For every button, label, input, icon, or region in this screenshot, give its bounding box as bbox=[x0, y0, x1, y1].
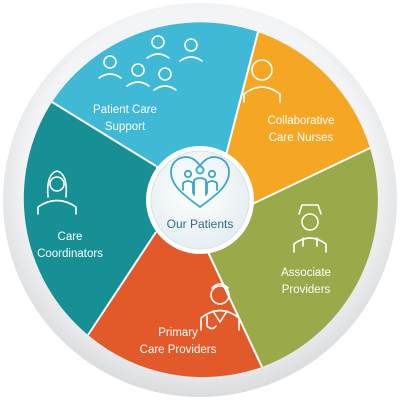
segment-shape bbox=[88, 232, 262, 378]
team-icon bbox=[98, 35, 203, 91]
segment-label-line1: Primary bbox=[158, 327, 198, 339]
center-label: Our Patients bbox=[167, 217, 234, 231]
heart-people-icon bbox=[170, 156, 230, 208]
doctor-icon bbox=[200, 283, 240, 331]
segment-label-line2: Care Nurses bbox=[269, 132, 334, 144]
segment-primary-care-providers bbox=[88, 232, 262, 378]
segment-label-line2: Care Providers bbox=[140, 344, 217, 356]
person-icon bbox=[243, 59, 281, 103]
segment-patient-care-support bbox=[52, 22, 258, 167]
segment-associate-providers bbox=[208, 148, 378, 367]
segment-shape bbox=[226, 32, 370, 207]
segment-shape bbox=[23, 102, 157, 335]
segment-care-coordinators bbox=[23, 102, 157, 335]
segment-label-line1: Collaborative bbox=[267, 115, 334, 127]
segment-shape bbox=[208, 148, 378, 367]
segment-shape bbox=[52, 22, 258, 167]
segment-label-line1: Care bbox=[58, 231, 83, 243]
segment-collaborative-care-nurses bbox=[226, 32, 370, 207]
segment-dividers bbox=[51, 31, 371, 368]
segment-label-line2: Providers bbox=[282, 284, 331, 296]
segment-label-line2: Coordinators bbox=[37, 248, 103, 260]
woman-icon bbox=[37, 170, 77, 215]
segment-label-line2: Support bbox=[105, 121, 146, 133]
nurse-icon bbox=[293, 204, 327, 253]
hub bbox=[150, 150, 250, 250]
segment-label-line1: Patient Care bbox=[93, 104, 157, 116]
segment-label-line1: Associate bbox=[281, 267, 331, 279]
